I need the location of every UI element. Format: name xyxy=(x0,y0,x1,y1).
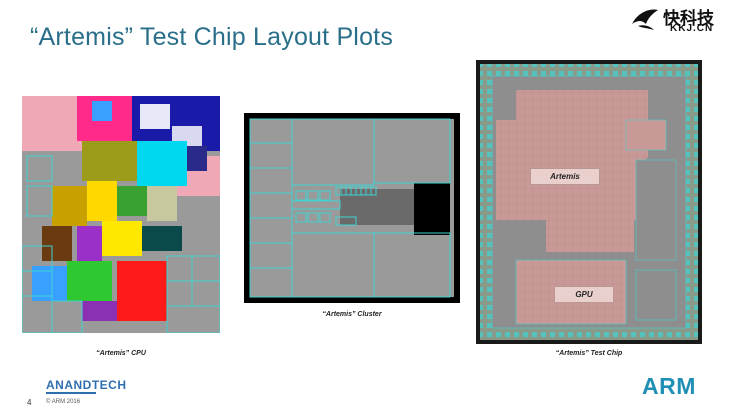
cluster-layout-image xyxy=(244,113,460,303)
anandtech-logo: ANANDTECH xyxy=(46,378,127,392)
cluster-caption: “Artemis” Cluster xyxy=(322,311,382,318)
anandtech-logo-underline xyxy=(46,392,96,394)
test-chip-layout-plot: Artemis GPU xyxy=(476,60,702,344)
arm-logo: ARM xyxy=(642,373,696,399)
cluster-layout-plot xyxy=(244,113,460,303)
copyright-text: © ARM 2016 xyxy=(46,399,81,405)
watermark-name-cn: 快科技 xyxy=(663,9,714,28)
gpu-block-label: GPU xyxy=(554,286,614,303)
kkj-watermark: 快科技 KKJ.CN xyxy=(630,2,726,38)
test-chip-layout-image xyxy=(476,60,702,344)
page-number: 4 xyxy=(27,398,32,407)
cpu-layout-plot xyxy=(21,96,221,334)
cpu-caption: “Artemis” CPU xyxy=(96,350,146,357)
watermark-name-en: KKJ.CN xyxy=(670,23,714,34)
cpu-layout-image xyxy=(21,96,221,334)
artemis-block-label: Artemis xyxy=(530,168,600,185)
test-chip-caption: “Artemis” Test Chip xyxy=(555,350,623,357)
slide-title: “Artemis” Test Chip Layout Plots xyxy=(30,23,394,51)
bird-icon xyxy=(632,9,658,30)
